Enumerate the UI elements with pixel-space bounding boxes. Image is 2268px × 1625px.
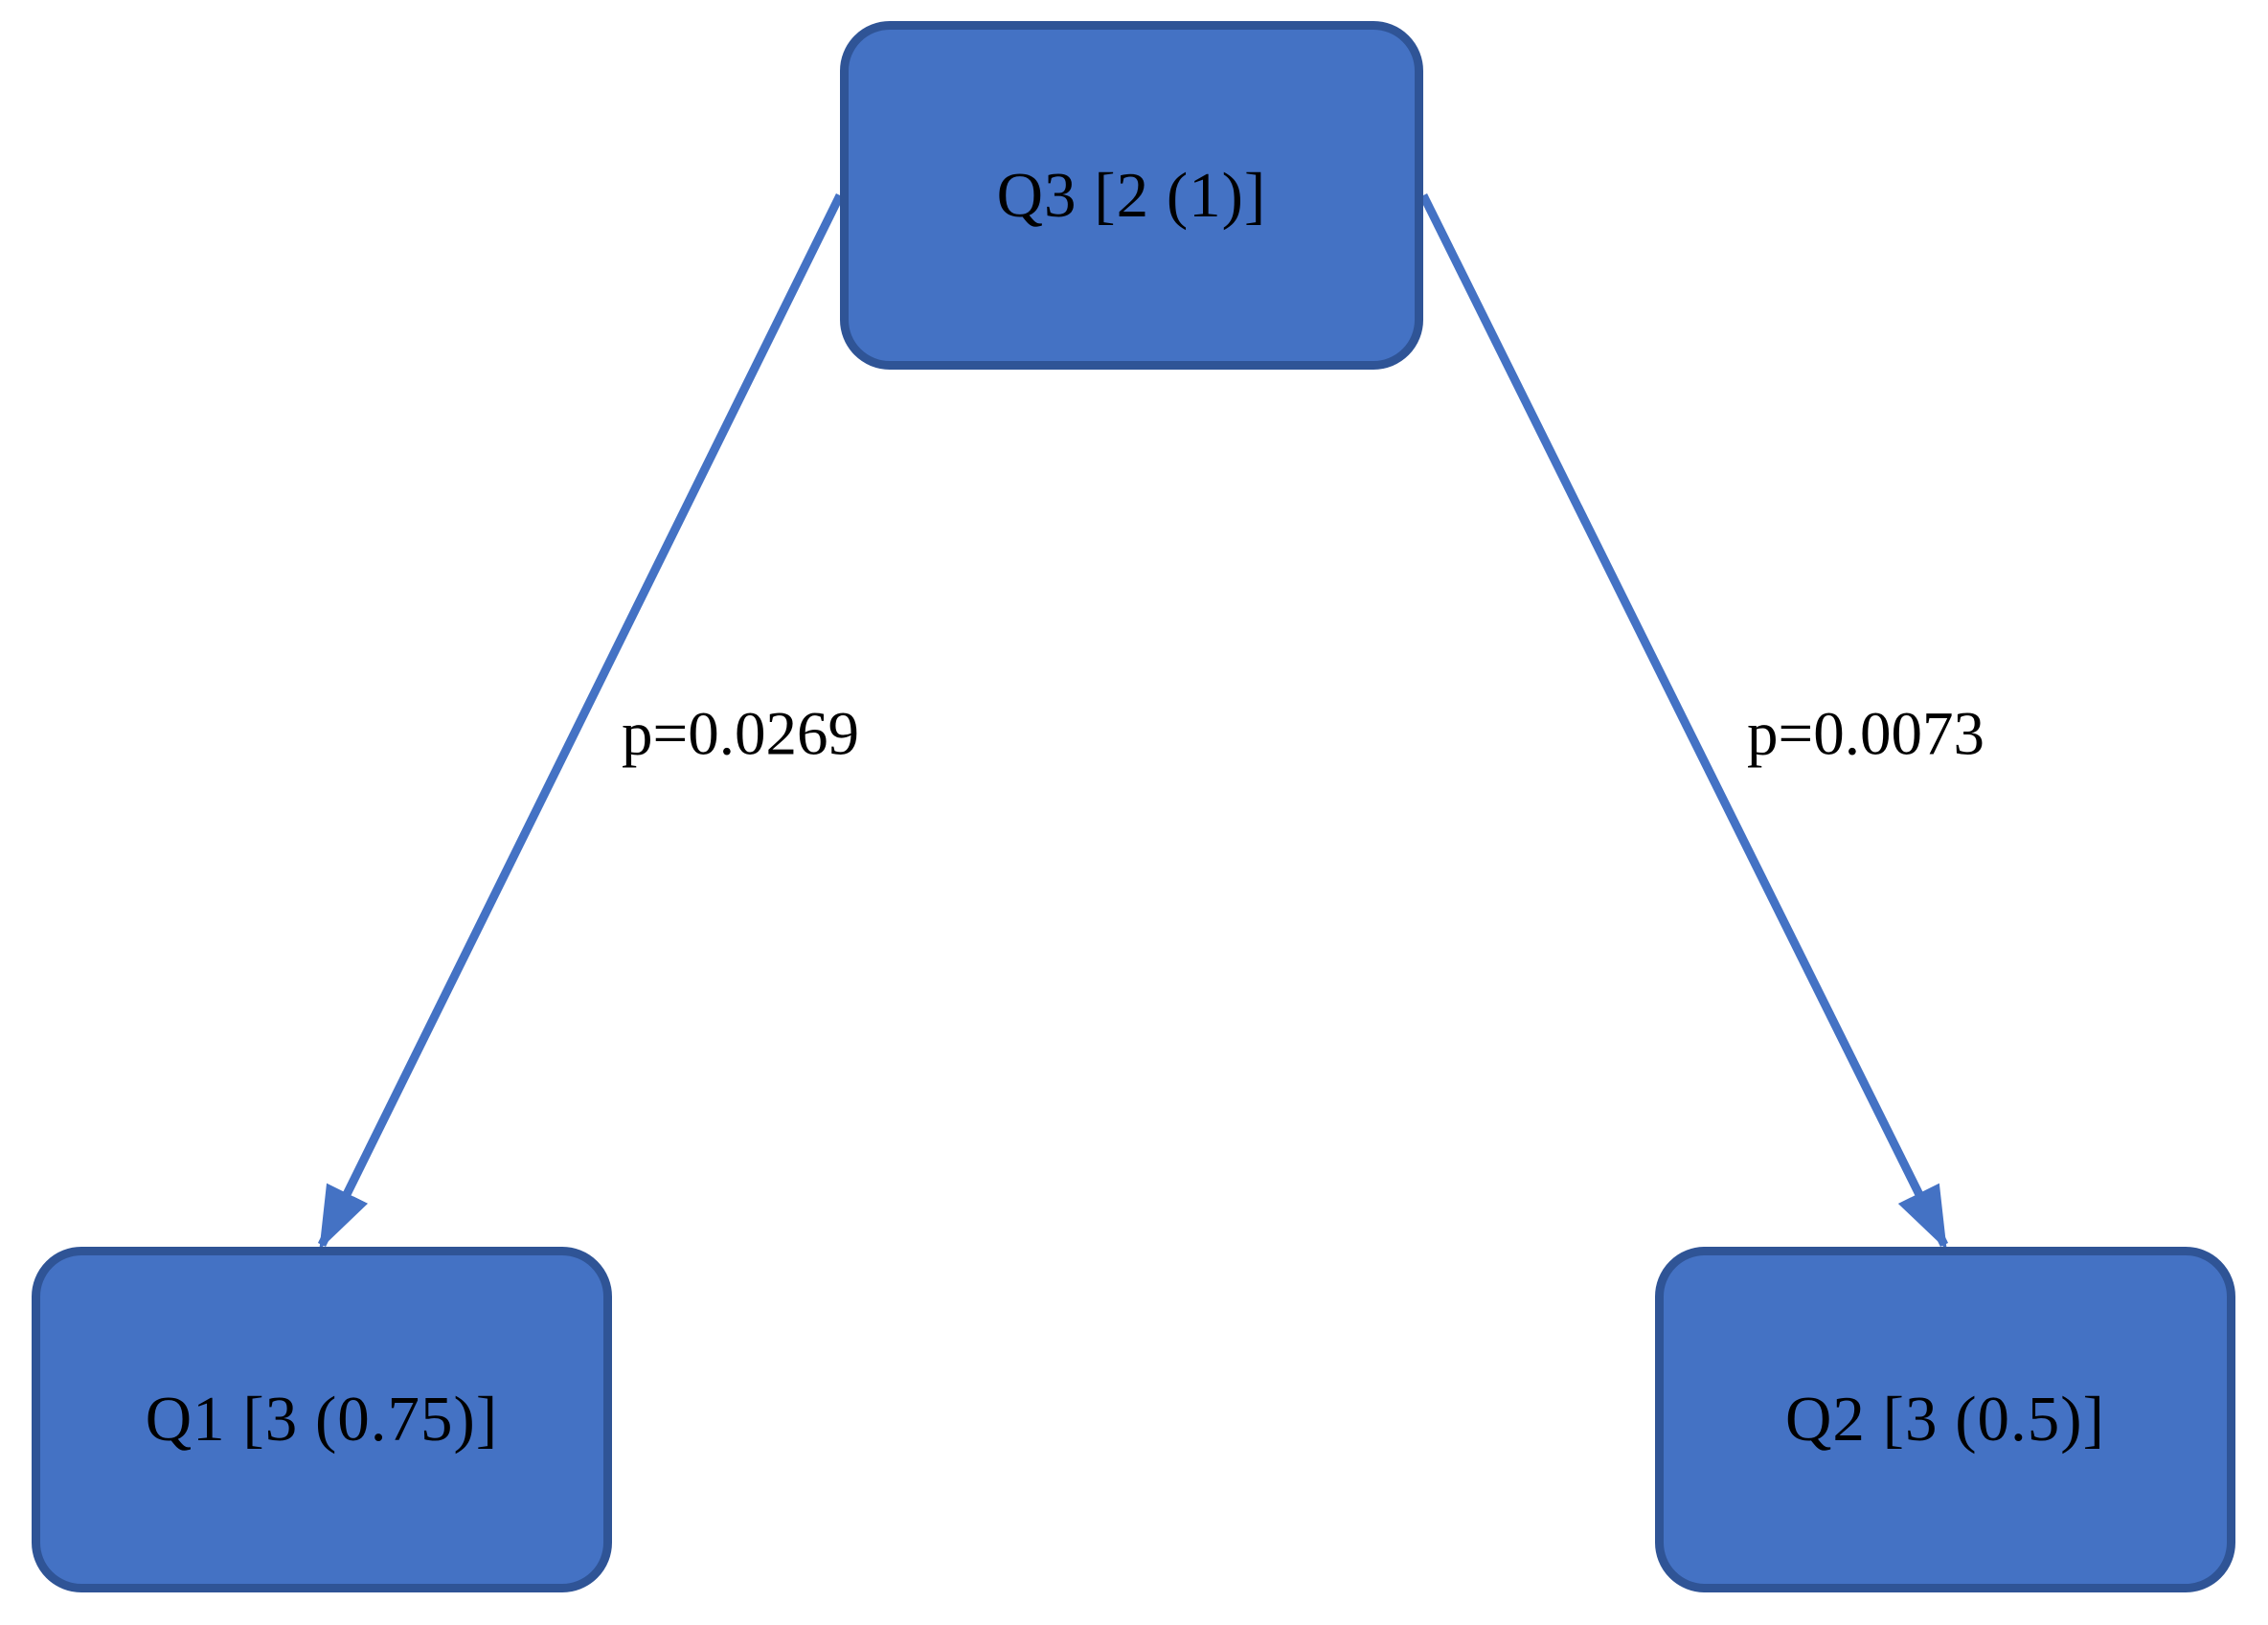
node-q1-label: Q1 [3 (0.75)] xyxy=(145,1384,499,1455)
connector-q3-q1 xyxy=(317,193,845,1251)
connector-q3-q2 xyxy=(1418,192,1949,1251)
edge-label-q3-q2: p=0.0073 xyxy=(1747,699,1984,769)
node-q1: Q1 [3 (0.75)] xyxy=(32,1247,612,1592)
node-q2: Q2 [3 (0.5)] xyxy=(1655,1247,2235,1592)
node-q3-label: Q3 [2 (1)] xyxy=(996,159,1267,231)
node-q2-label: Q2 [3 (0.5)] xyxy=(1785,1384,2105,1455)
node-q3: Q3 [2 (1)] xyxy=(840,21,1423,370)
edge-label-q3-q1: p=0.0269 xyxy=(622,699,859,769)
